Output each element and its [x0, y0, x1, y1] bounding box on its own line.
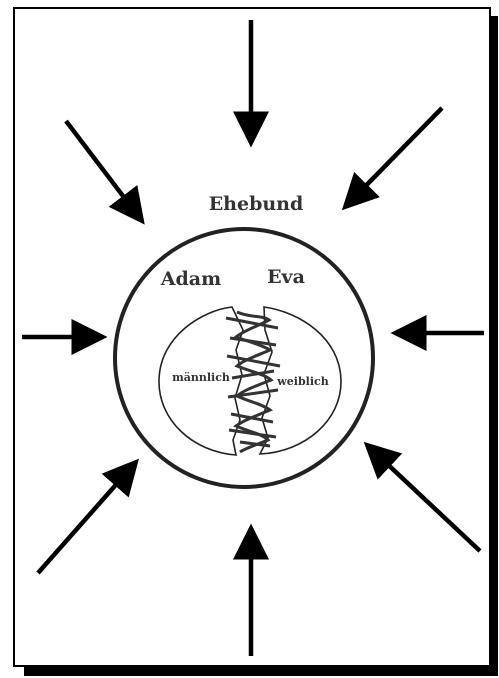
diagram-title: Ehebund — [209, 193, 304, 215]
right-name: Eva — [267, 266, 305, 288]
zipper-icon — [225, 310, 281, 454]
frame-shadow-side — [489, 16, 498, 676]
arrow-icon — [341, 106, 444, 211]
arrow-icon — [363, 441, 482, 553]
left-inner-label: männlich — [172, 371, 230, 384]
left-name: Adam — [160, 268, 221, 290]
arrow-icon — [64, 119, 145, 225]
right-inner-label: weiblich — [276, 375, 328, 388]
frame-shadow — [24, 666, 498, 676]
inward-arrows — [22, 20, 484, 656]
inner-left-half — [158, 306, 244, 456]
arrow-icon — [36, 458, 139, 575]
